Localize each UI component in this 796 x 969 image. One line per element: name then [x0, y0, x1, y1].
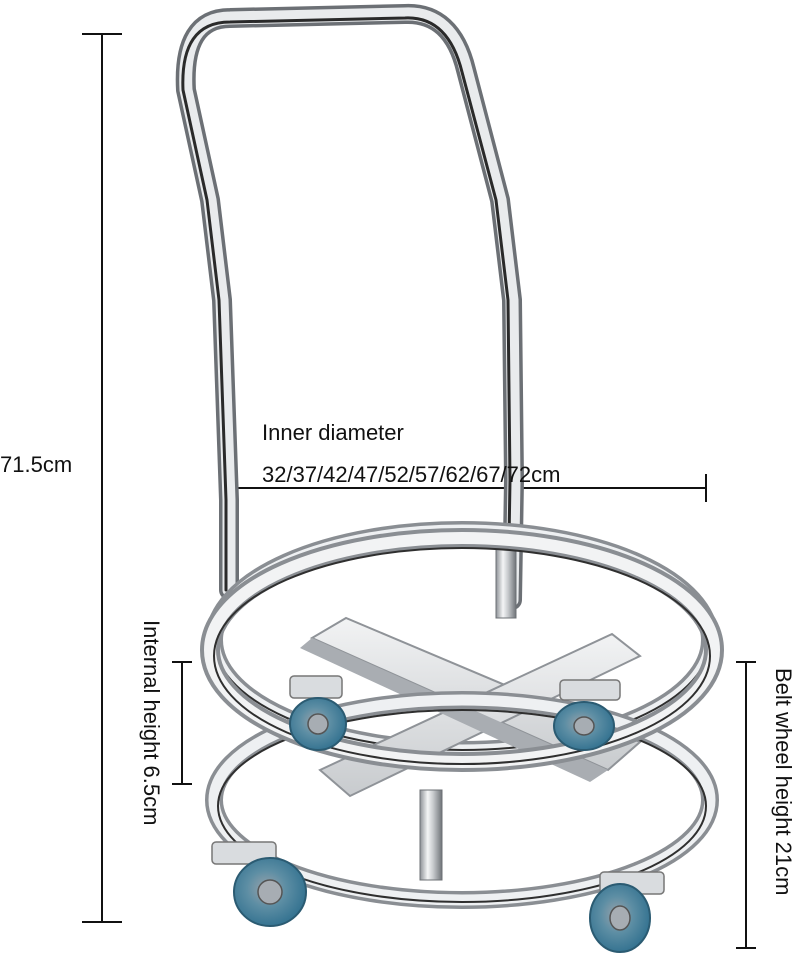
inner-diameter-values: 32/37/42/47/52/57/62/67/72cm — [262, 462, 561, 487]
handle — [175, 3, 524, 610]
caster-front-right — [589, 871, 665, 953]
overall-height-label: 71.5cm — [0, 452, 73, 477]
caster-back-left — [289, 675, 347, 751]
dimension-lines — [82, 33, 756, 949]
caster-wheels — [211, 675, 665, 953]
caster-front-left — [211, 841, 307, 927]
internal-height-label: Internal height 6.5cm — [139, 620, 164, 826]
base-frame — [200, 521, 724, 909]
inner-diameter-title: Inner diameter — [262, 420, 404, 445]
wheel-height-label: Belt wheel height 21cm — [771, 668, 796, 896]
caster-back-right — [553, 679, 621, 751]
